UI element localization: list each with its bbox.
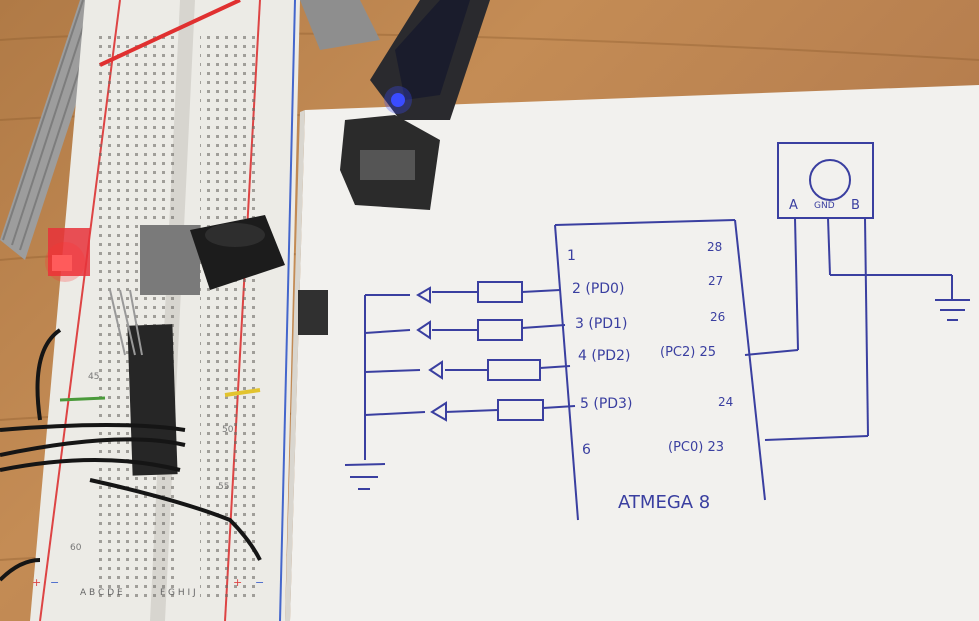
encoder-pin-b: B — [851, 198, 860, 213]
pin-label: 28 — [707, 240, 723, 254]
breadboard-holes — [200, 30, 255, 600]
encoder-pin-a: A — [789, 198, 798, 213]
pin-label: 26 — [710, 310, 726, 324]
pin-label: 5 (PD3) — [580, 396, 633, 412]
schematic-drawing — [344, 142, 970, 521]
programmer-led — [391, 93, 405, 107]
yellow-wire — [224, 388, 261, 397]
black-wires — [0, 328, 262, 582]
pin-label: 6 — [582, 442, 591, 458]
pin-label: 2 (PD0) — [572, 281, 625, 297]
rail-label: + — [32, 576, 42, 589]
row-number-55: 55 — [218, 482, 230, 492]
green-wire — [59, 396, 106, 402]
pin-label: 24 — [718, 395, 734, 409]
row-number-60: 60 — [70, 543, 82, 553]
pin-label: 4 (PD2) — [578, 348, 631, 364]
encoder-pin-gnd: GND — [814, 201, 835, 211]
shadow-object — [298, 290, 328, 335]
pin-label: 3 (PD1) — [575, 316, 628, 332]
pin-label: (PC0) 23 — [668, 440, 725, 455]
atmega-chip — [127, 324, 178, 476]
usb-programmer — [340, 0, 490, 210]
pin-label: 1 — [567, 248, 576, 264]
rail-label: + — [233, 576, 243, 589]
row-number-45: 45 — [88, 372, 100, 382]
pin-label: (PC2) 25 — [660, 345, 717, 360]
resistors — [109, 289, 143, 356]
paper-shadow — [285, 110, 305, 621]
red-led — [45, 228, 90, 282]
rail-label: − — [255, 576, 265, 589]
breadboard-columns-left: A B C D E — [80, 588, 123, 598]
row-number-50: 50 — [222, 425, 234, 435]
breadboard-columns-right: F G H I J — [160, 588, 196, 598]
pin-label: 27 — [708, 274, 724, 288]
rail-label: − — [50, 576, 60, 589]
rotary-encoder — [140, 215, 285, 295]
red-wire — [99, 0, 241, 67]
chip-label: ATMEGA 8 — [618, 492, 711, 513]
